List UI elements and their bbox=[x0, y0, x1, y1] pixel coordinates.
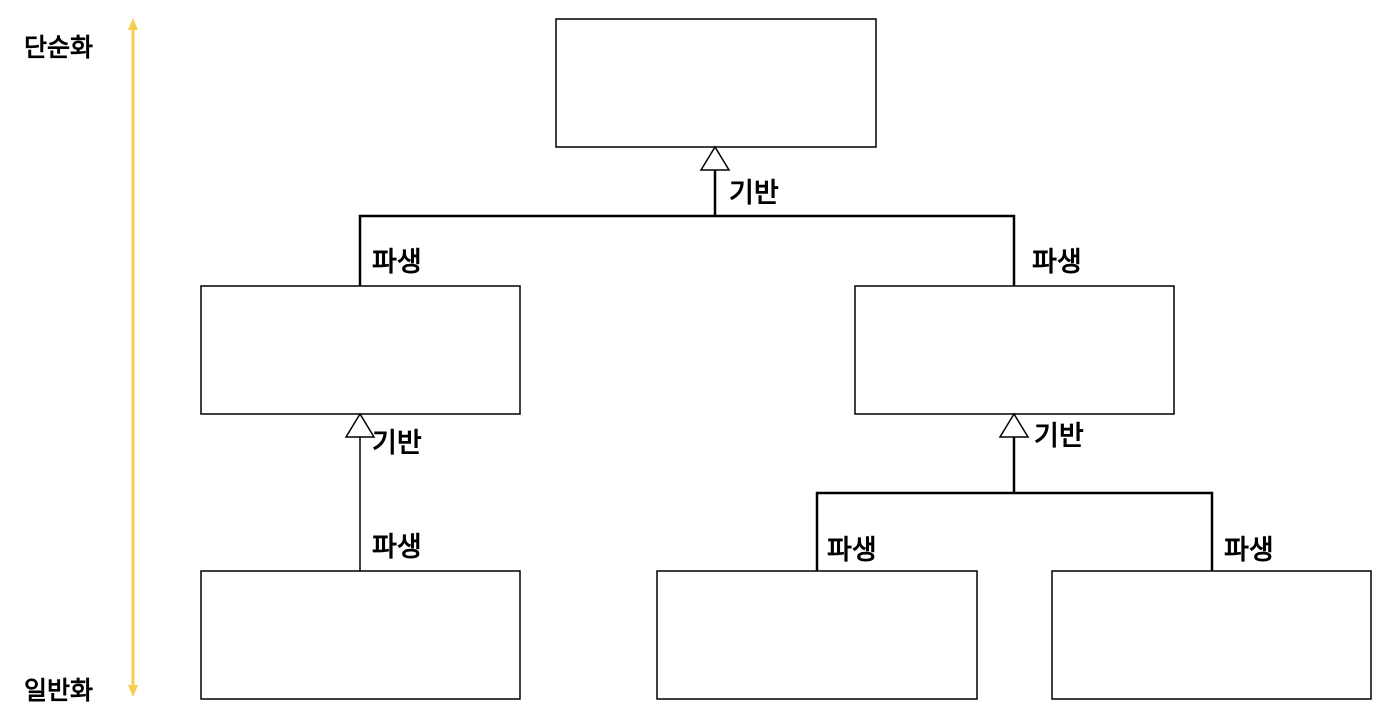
axis-top-label: 단순화 bbox=[24, 33, 93, 62]
right-leaf-class-box bbox=[1051, 570, 1372, 700]
abstraction-axis bbox=[128, 18, 138, 697]
root-class-box bbox=[555, 18, 877, 148]
left-inheritance-triangle bbox=[344, 412, 376, 438]
root-inheritance-triangle bbox=[699, 145, 731, 171]
right-inheritance-connector bbox=[815, 437, 1214, 571]
right-derived-left-label: 파생 bbox=[827, 535, 877, 566]
left-derived-label: 파생 bbox=[372, 532, 422, 563]
axis-arrowhead-bottom bbox=[128, 685, 138, 697]
right-derived-right-label: 파생 bbox=[1224, 535, 1274, 566]
left-mid-class-box bbox=[200, 285, 521, 415]
root-derived-right-label: 파생 bbox=[1032, 247, 1082, 278]
right-base-label: 기반 bbox=[1034, 421, 1084, 452]
root-base-label: 기반 bbox=[729, 178, 779, 209]
left-leaf-class-box bbox=[200, 570, 521, 700]
middle-leaf-class-box bbox=[656, 570, 978, 700]
right-mid-class-box bbox=[854, 285, 1175, 415]
left-base-label: 기반 bbox=[372, 428, 422, 459]
axis-bottom-label: 일반화 bbox=[24, 676, 93, 705]
root-derived-left-label: 파생 bbox=[372, 247, 422, 278]
root-inheritance-connector bbox=[358, 170, 1016, 286]
axis-arrowhead-top bbox=[128, 18, 138, 30]
right-inheritance-triangle bbox=[998, 412, 1030, 438]
